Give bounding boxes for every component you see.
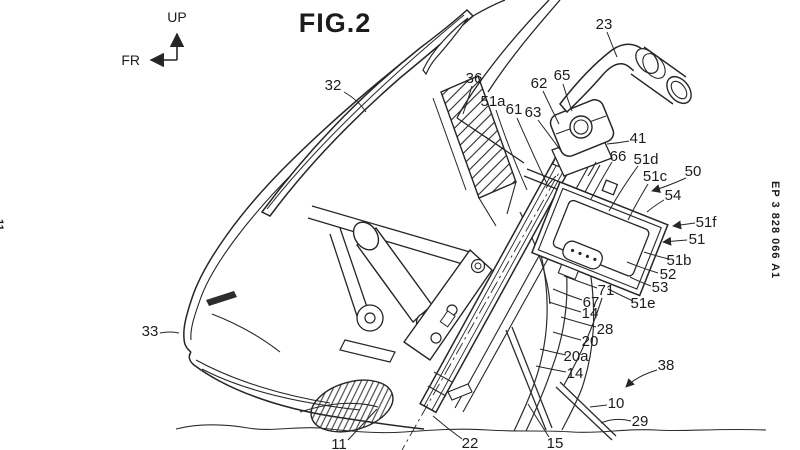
frame-stays — [506, 327, 616, 440]
figure-title: FIG.2 — [299, 8, 372, 38]
ref-label-23: 23 — [596, 16, 613, 33]
ref-label-15: 15 — [547, 435, 564, 450]
ref-label-22: 22 — [462, 435, 479, 450]
ref-label-71: 71 — [598, 282, 615, 299]
up-label: UP — [167, 9, 186, 25]
ref-label-63: 63 — [525, 104, 542, 121]
ref-label-51a: 51a — [480, 93, 506, 110]
ref-label-14: 14 — [582, 305, 599, 322]
break-line — [176, 425, 766, 433]
grip — [631, 44, 696, 108]
ref-label-11: 11 — [331, 436, 347, 450]
head-pipe-bearing-22 — [305, 371, 399, 440]
ref-label-20a: 20a — [563, 348, 589, 365]
ref-label-62: 62 — [531, 75, 548, 92]
ref-label-51: 51 — [689, 231, 706, 248]
ref-label-28: 28 — [597, 321, 614, 338]
ref-label-51e: 51e — [630, 295, 655, 312]
ref-label-10: 10 — [608, 395, 625, 412]
ref-label-66: 66 — [610, 148, 627, 165]
ref-label-51c: 51c — [643, 168, 668, 185]
ref-label-51f: 51f — [696, 214, 718, 231]
ref-label-36: 36 — [466, 70, 483, 87]
ref-label-54: 54 — [665, 187, 682, 204]
orientation-arrows — [151, 34, 177, 60]
ref-label-53: 53 — [652, 279, 669, 296]
ref-label-41: 41 — [630, 130, 647, 147]
fr-label: FR — [121, 52, 140, 68]
handlebar-23 — [560, 44, 696, 112]
windscreen-32 — [262, 10, 473, 216]
ref-label-14: 14 — [567, 365, 584, 382]
ref-label-38: 38 — [658, 357, 675, 374]
page-edge-fragment: 11 — [0, 219, 5, 231]
ref-label-61: 61 — [506, 101, 523, 118]
patent-number: EP 3 828 066 A1 — [769, 181, 781, 279]
ref-label-32: 32 — [325, 77, 342, 94]
ref-label-51d: 51d — [633, 151, 658, 168]
ref-label-33: 33 — [142, 323, 159, 340]
ref-label-50: 50 — [685, 163, 702, 180]
ref-label-29: 29 — [632, 413, 649, 430]
pivot-bracket — [340, 305, 395, 362]
ref-label-65: 65 — [554, 67, 571, 84]
